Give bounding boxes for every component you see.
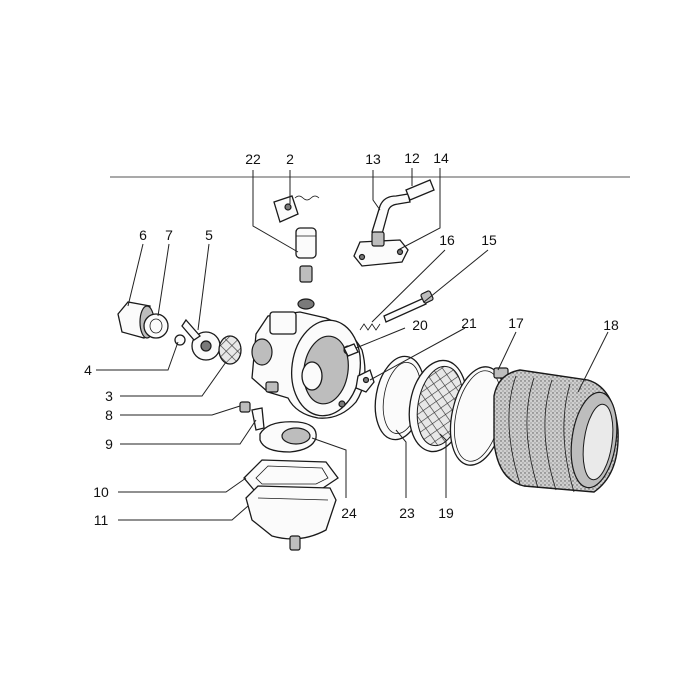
part-3-filter-screen [218,335,242,365]
part-12-hose-sleeve [405,179,435,201]
part-9-jet [251,407,265,431]
callout-5: 5 [205,227,213,243]
part-21-bracket [355,369,375,393]
callout-12: 12 [404,150,420,166]
callout-17: 17 [508,315,524,331]
callout-labels: 22 2 13 12 14 16 15 6 7 5 20 21 17 18 4 … [84,150,619,528]
callout-18: 18 [603,317,619,333]
callout-19: 19 [438,505,454,521]
callout-16: 16 [439,232,455,248]
leader-lines [96,168,609,521]
part-4-washer [174,334,186,346]
part-5-banjo-fitting [181,318,221,361]
part-14-cover-plate [353,231,409,267]
part-15-long-screw [383,290,434,323]
callout-9: 9 [105,436,113,452]
part-17-hose-clamp [449,366,509,466]
callout-6: 6 [139,227,147,243]
callout-8: 8 [105,407,113,423]
part-10-gasket [243,459,339,491]
callout-11: 11 [94,512,109,528]
part-16-small-spring [359,323,381,331]
part-24-float [259,421,317,453]
callout-15: 15 [481,232,497,248]
callout-3: 3 [105,388,113,404]
callout-10: 10 [93,484,109,500]
callout-2: 2 [286,151,294,167]
callout-20: 20 [412,317,428,333]
callout-13: 13 [365,151,381,167]
part-7-sleeve [143,313,169,339]
part-8-plug [239,401,251,413]
part-18-intake-boot [493,369,619,493]
callout-4: 4 [84,362,92,378]
callout-24: 24 [341,505,357,521]
carburetor-body [251,311,366,419]
callout-7: 7 [165,227,173,243]
callout-21: 21 [461,315,477,331]
part-2-spring-plate [273,195,320,223]
part-20-tab [343,343,359,357]
callout-14: 14 [433,150,449,166]
callout-22: 22 [245,151,261,167]
part-13-hose-fitting [371,193,411,235]
callout-23: 23 [399,505,415,521]
part-22-slide-valve [295,227,317,310]
part-11-float-bowl [245,485,337,551]
